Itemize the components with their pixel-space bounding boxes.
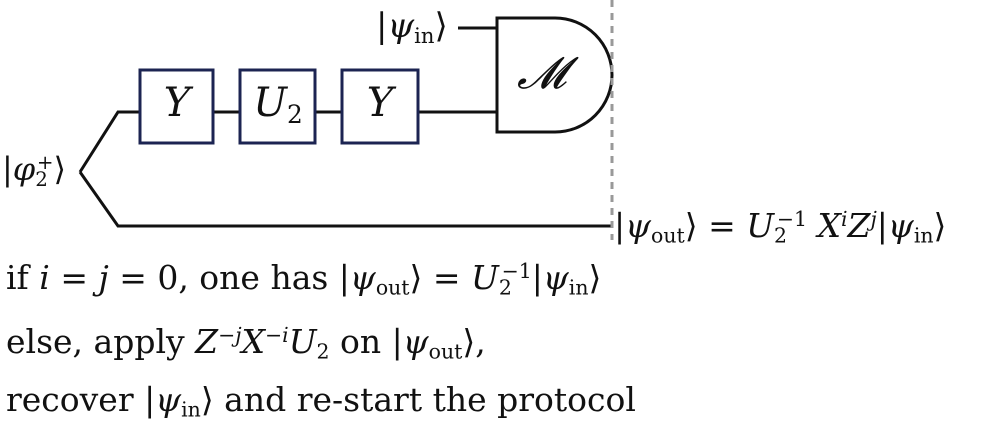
- gate-y-second: [340, 68, 420, 145]
- teleportation-circuit: [78, 0, 614, 240]
- gate-y-first: [138, 68, 215, 145]
- text-line-2: else, apply Z−jX−iU2 on |ψout⟩,: [6, 322, 486, 364]
- lower-branch-wire: [78, 171, 612, 228]
- gate-y-second-label: Y: [366, 80, 394, 126]
- measurement-label: 𝓜: [517, 48, 567, 99]
- upper-branch-wire: [78, 110, 140, 173]
- output-equation: |ψout⟩ = U2−1 XiZj|ψin⟩: [614, 206, 947, 248]
- gate-u2-label: U2: [253, 80, 303, 129]
- bell-state-label: |φ2+⟩: [2, 150, 67, 191]
- text-line-3: recover |ψin⟩ and re-start the protocol: [6, 380, 636, 422]
- input-state-label: |ψin⟩: [376, 6, 448, 48]
- gate-y-first-label: Y: [163, 80, 191, 126]
- text-line-1: if i = j = 0, one has |ψout⟩ = U2−1|ψin⟩: [6, 258, 602, 300]
- gate-u2: [238, 68, 317, 145]
